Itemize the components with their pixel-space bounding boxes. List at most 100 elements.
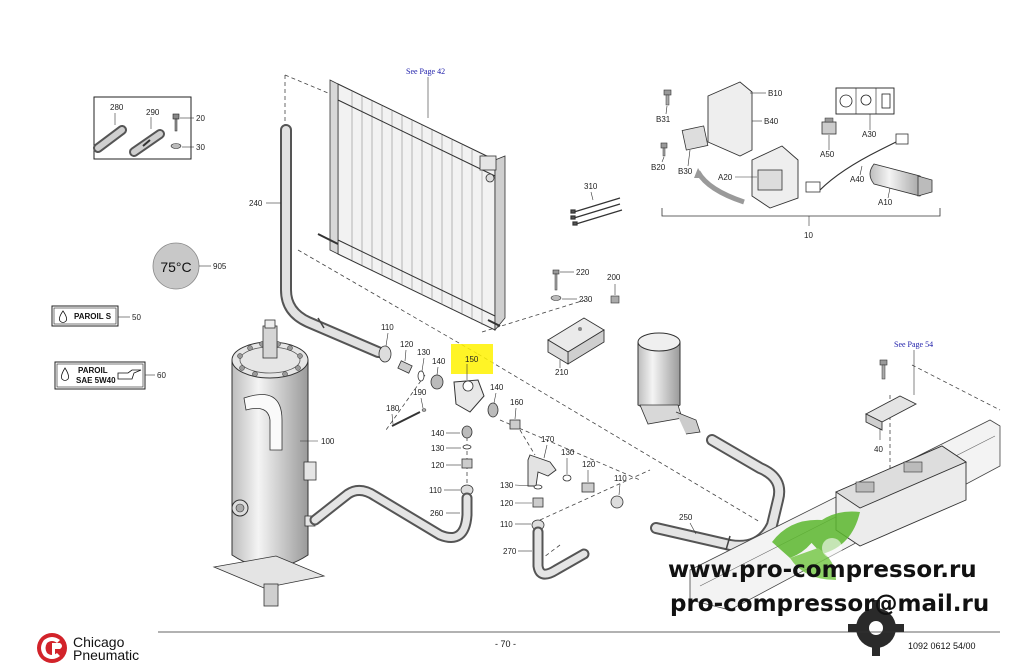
callout-B10: B10	[768, 89, 783, 98]
hose-240	[280, 124, 384, 358]
callout-130-top: 130	[417, 348, 431, 357]
fitting-stack-tee	[527, 454, 624, 531]
see-page-42-reference[interactable]: See Page 42	[406, 67, 445, 76]
callout-190: 190	[413, 388, 427, 397]
callout-110-top: 110	[381, 323, 394, 332]
callout-290: 290	[146, 108, 160, 117]
oil-can-icon	[117, 369, 142, 380]
callout-120-top: 120	[400, 340, 414, 349]
warning-symbol-icon	[839, 94, 853, 108]
hose-piece-290	[129, 129, 165, 157]
callout-10: 10	[804, 231, 813, 240]
callout-280: 280	[110, 103, 124, 112]
electrical-kit	[660, 81, 933, 209]
callout-120-tee: 120	[582, 460, 596, 469]
callout-240: 240	[249, 199, 263, 208]
callout-50: 50	[132, 313, 141, 322]
callout-120-stack: 120	[431, 461, 445, 470]
callout-120-lower: 120	[500, 499, 514, 508]
watermark-email: pro-compressor@mail.ru	[670, 591, 990, 617]
kit-bracket-line	[661, 208, 941, 217]
highlighted-part-150[interactable]	[451, 344, 493, 374]
see-page-54-reference[interactable]: See Page 54	[894, 340, 933, 349]
oil-drop-icon	[59, 310, 67, 323]
washer-30	[170, 143, 182, 149]
callout-270: 270	[503, 547, 517, 556]
callout-150: 150	[465, 355, 479, 364]
callout-220: 220	[576, 268, 590, 277]
hose-piece-280	[93, 125, 127, 153]
callout-230: 230	[579, 295, 593, 304]
callout-140-right: 140	[490, 383, 504, 392]
hose-250	[650, 434, 786, 552]
callout-A10: A10	[878, 198, 893, 207]
brand-line-2: Pneumatic	[73, 647, 140, 663]
paroil-text: PAROIL	[78, 366, 108, 375]
fitting-stack-center	[460, 425, 474, 496]
watermark-url: www.pro-compressor.ru	[668, 557, 977, 583]
callout-905: 905	[213, 262, 227, 271]
callout-130-tee: 130	[561, 448, 575, 457]
radiator-cooler	[317, 79, 506, 332]
cable-ties-310	[570, 197, 623, 226]
nut-200	[610, 295, 620, 304]
callout-B40: B40	[764, 117, 779, 126]
hose-260	[309, 485, 473, 543]
bolt-20	[172, 113, 180, 132]
paroil-s-label: PAROIL S	[51, 305, 119, 327]
callout-A30: A30	[862, 130, 877, 139]
brand-line-1: Chicago	[73, 634, 125, 650]
oil-filter-canister	[637, 332, 701, 435]
temperature-badge: 75°C	[152, 242, 200, 290]
callout-310: 310	[584, 182, 598, 191]
callout-30: 30	[196, 143, 205, 152]
callout-A50: A50	[820, 150, 835, 159]
oil-drop-icon	[61, 367, 69, 381]
callout-A20: A20	[718, 173, 733, 182]
callout-200: 200	[607, 273, 621, 282]
callout-110-stack: 110	[429, 486, 442, 495]
callout-180: 180	[386, 404, 400, 413]
callout-170: 170	[541, 435, 555, 444]
callout-210: 210	[555, 368, 569, 377]
callout-140-top: 140	[432, 357, 446, 366]
bracket-210	[547, 317, 605, 365]
callout-250: 250	[679, 513, 693, 522]
hose-kit-box: 280 290	[93, 96, 194, 160]
callout-B31: B31	[656, 115, 671, 124]
callout-40: 40	[874, 445, 883, 454]
watermark-gear-icon	[848, 600, 904, 656]
callout-110-lower: 110	[500, 520, 513, 529]
callout-140-stack: 140	[431, 429, 445, 438]
callout-A40: A40	[850, 175, 865, 184]
chicago-pneumatic-logo-icon	[37, 633, 67, 663]
sae-5w40-text: SAE 5W40	[76, 376, 116, 385]
paroil-sae-label: PAROIL SAE 5W40	[54, 361, 146, 390]
valve-150	[453, 379, 485, 413]
document-number: 1092 0612 54/00	[908, 641, 976, 651]
fitting-chain-left	[378, 345, 521, 430]
callout-260: 260	[430, 509, 444, 518]
hose-270	[532, 526, 590, 580]
callout-130-stack: 130	[431, 444, 445, 453]
temperature-value: 75°C	[160, 259, 191, 275]
callout-110-tee: 110	[614, 474, 627, 483]
sensor-symbol-icon	[860, 94, 872, 106]
callout-B20: B20	[651, 163, 666, 172]
bolt-220	[552, 269, 560, 291]
callout-100: 100	[321, 437, 335, 446]
oil-separator-tank	[212, 319, 326, 607]
brand-name: Chicago Pneumatic	[73, 634, 140, 663]
callout-20: 20	[196, 114, 205, 123]
paroil-s-text: PAROIL S	[74, 312, 112, 321]
switch-symbol-icon	[881, 93, 891, 109]
callout-B30: B30	[678, 167, 693, 176]
callout-160: 160	[510, 398, 524, 407]
callout-60: 60	[157, 371, 166, 380]
washer-230	[550, 295, 562, 301]
page-number: - 70 -	[495, 639, 517, 649]
callout-130-lower: 130	[500, 481, 514, 490]
watermark-leaf-icon	[772, 511, 860, 580]
